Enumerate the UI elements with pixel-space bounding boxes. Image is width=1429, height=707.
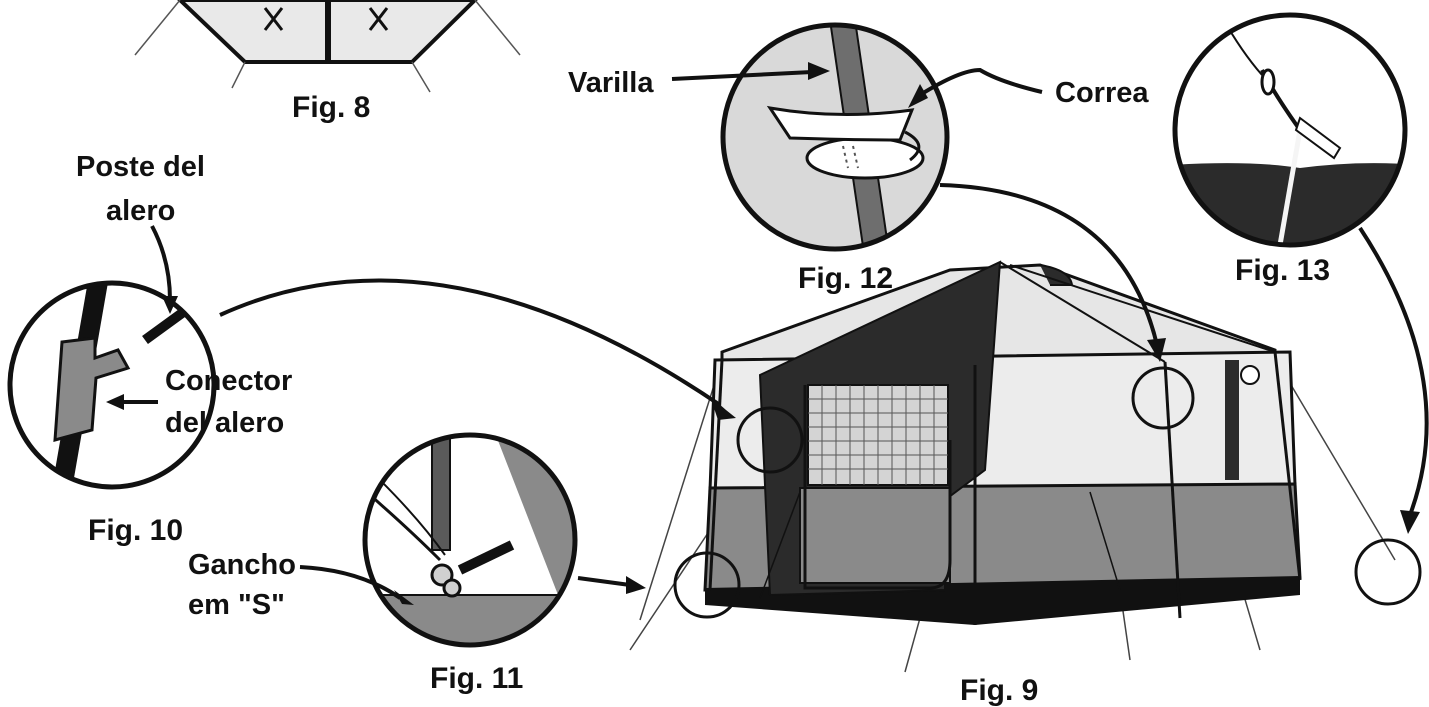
fig8-stake-icon-left (263, 7, 284, 31)
fig13-connector-arrow (1358, 226, 1429, 516)
fig12-connector-arrow-head (1147, 338, 1166, 362)
fig9-tent-illustration (629, 260, 1396, 673)
correa-arrow (918, 67, 1043, 97)
gancho-label-line1: Gancho (188, 549, 296, 581)
fig9-indicator-circle-fig10 (736, 406, 804, 474)
fig11-detail (362, 432, 578, 648)
fig12-label: Fig. 12 (798, 262, 893, 295)
fig9-indicator-circle-fig12 (1131, 366, 1195, 430)
conector-label-line2: del alero (165, 407, 284, 439)
fig8-label: Fig. 8 (292, 91, 370, 124)
varilla-arrow (671, 70, 813, 81)
fig10-detail (7, 280, 217, 490)
fig13-detail (1172, 12, 1408, 248)
correa-label: Correa (1055, 77, 1149, 109)
fig13-connector-arrow-head (1400, 510, 1420, 534)
fig13-label: Fig. 13 (1235, 254, 1330, 287)
fig9-label: Fig. 9 (960, 674, 1038, 707)
poste-label-line1: Poste del (76, 151, 205, 183)
varilla-label: Varilla (568, 67, 654, 99)
conector-label-line1: Conector (165, 365, 292, 397)
poste-arrow-head (162, 296, 178, 314)
fig9-indicator-circle-fig13 (1354, 538, 1422, 606)
fig12-connector-arrow (939, 183, 1159, 346)
fig11-connector-arrow-head (626, 576, 646, 594)
fig8-stake-icon-right (368, 7, 389, 31)
correa-arrow-head (908, 84, 928, 108)
fig8-illustration (134, 0, 521, 93)
gancho-arrow-head (394, 590, 414, 605)
fig10-connector-arrow-head (710, 396, 736, 420)
poste-label-line2: alero (106, 195, 175, 227)
fig11-label: Fig. 11 (430, 662, 523, 695)
fig12-detail (720, 22, 950, 252)
poste-arrow (150, 225, 172, 301)
gancho-label-line2: em "S" (188, 589, 285, 621)
fig11-connector-arrow (577, 576, 631, 587)
fig10-connector-arrow (219, 278, 722, 407)
fig9-indicator-circle-fig11 (673, 551, 741, 619)
conector-arrow-head (106, 394, 124, 410)
gancho-arrow (299, 565, 402, 600)
varilla-arrow-head (808, 62, 830, 80)
fig10-label: Fig. 10 (88, 514, 183, 547)
